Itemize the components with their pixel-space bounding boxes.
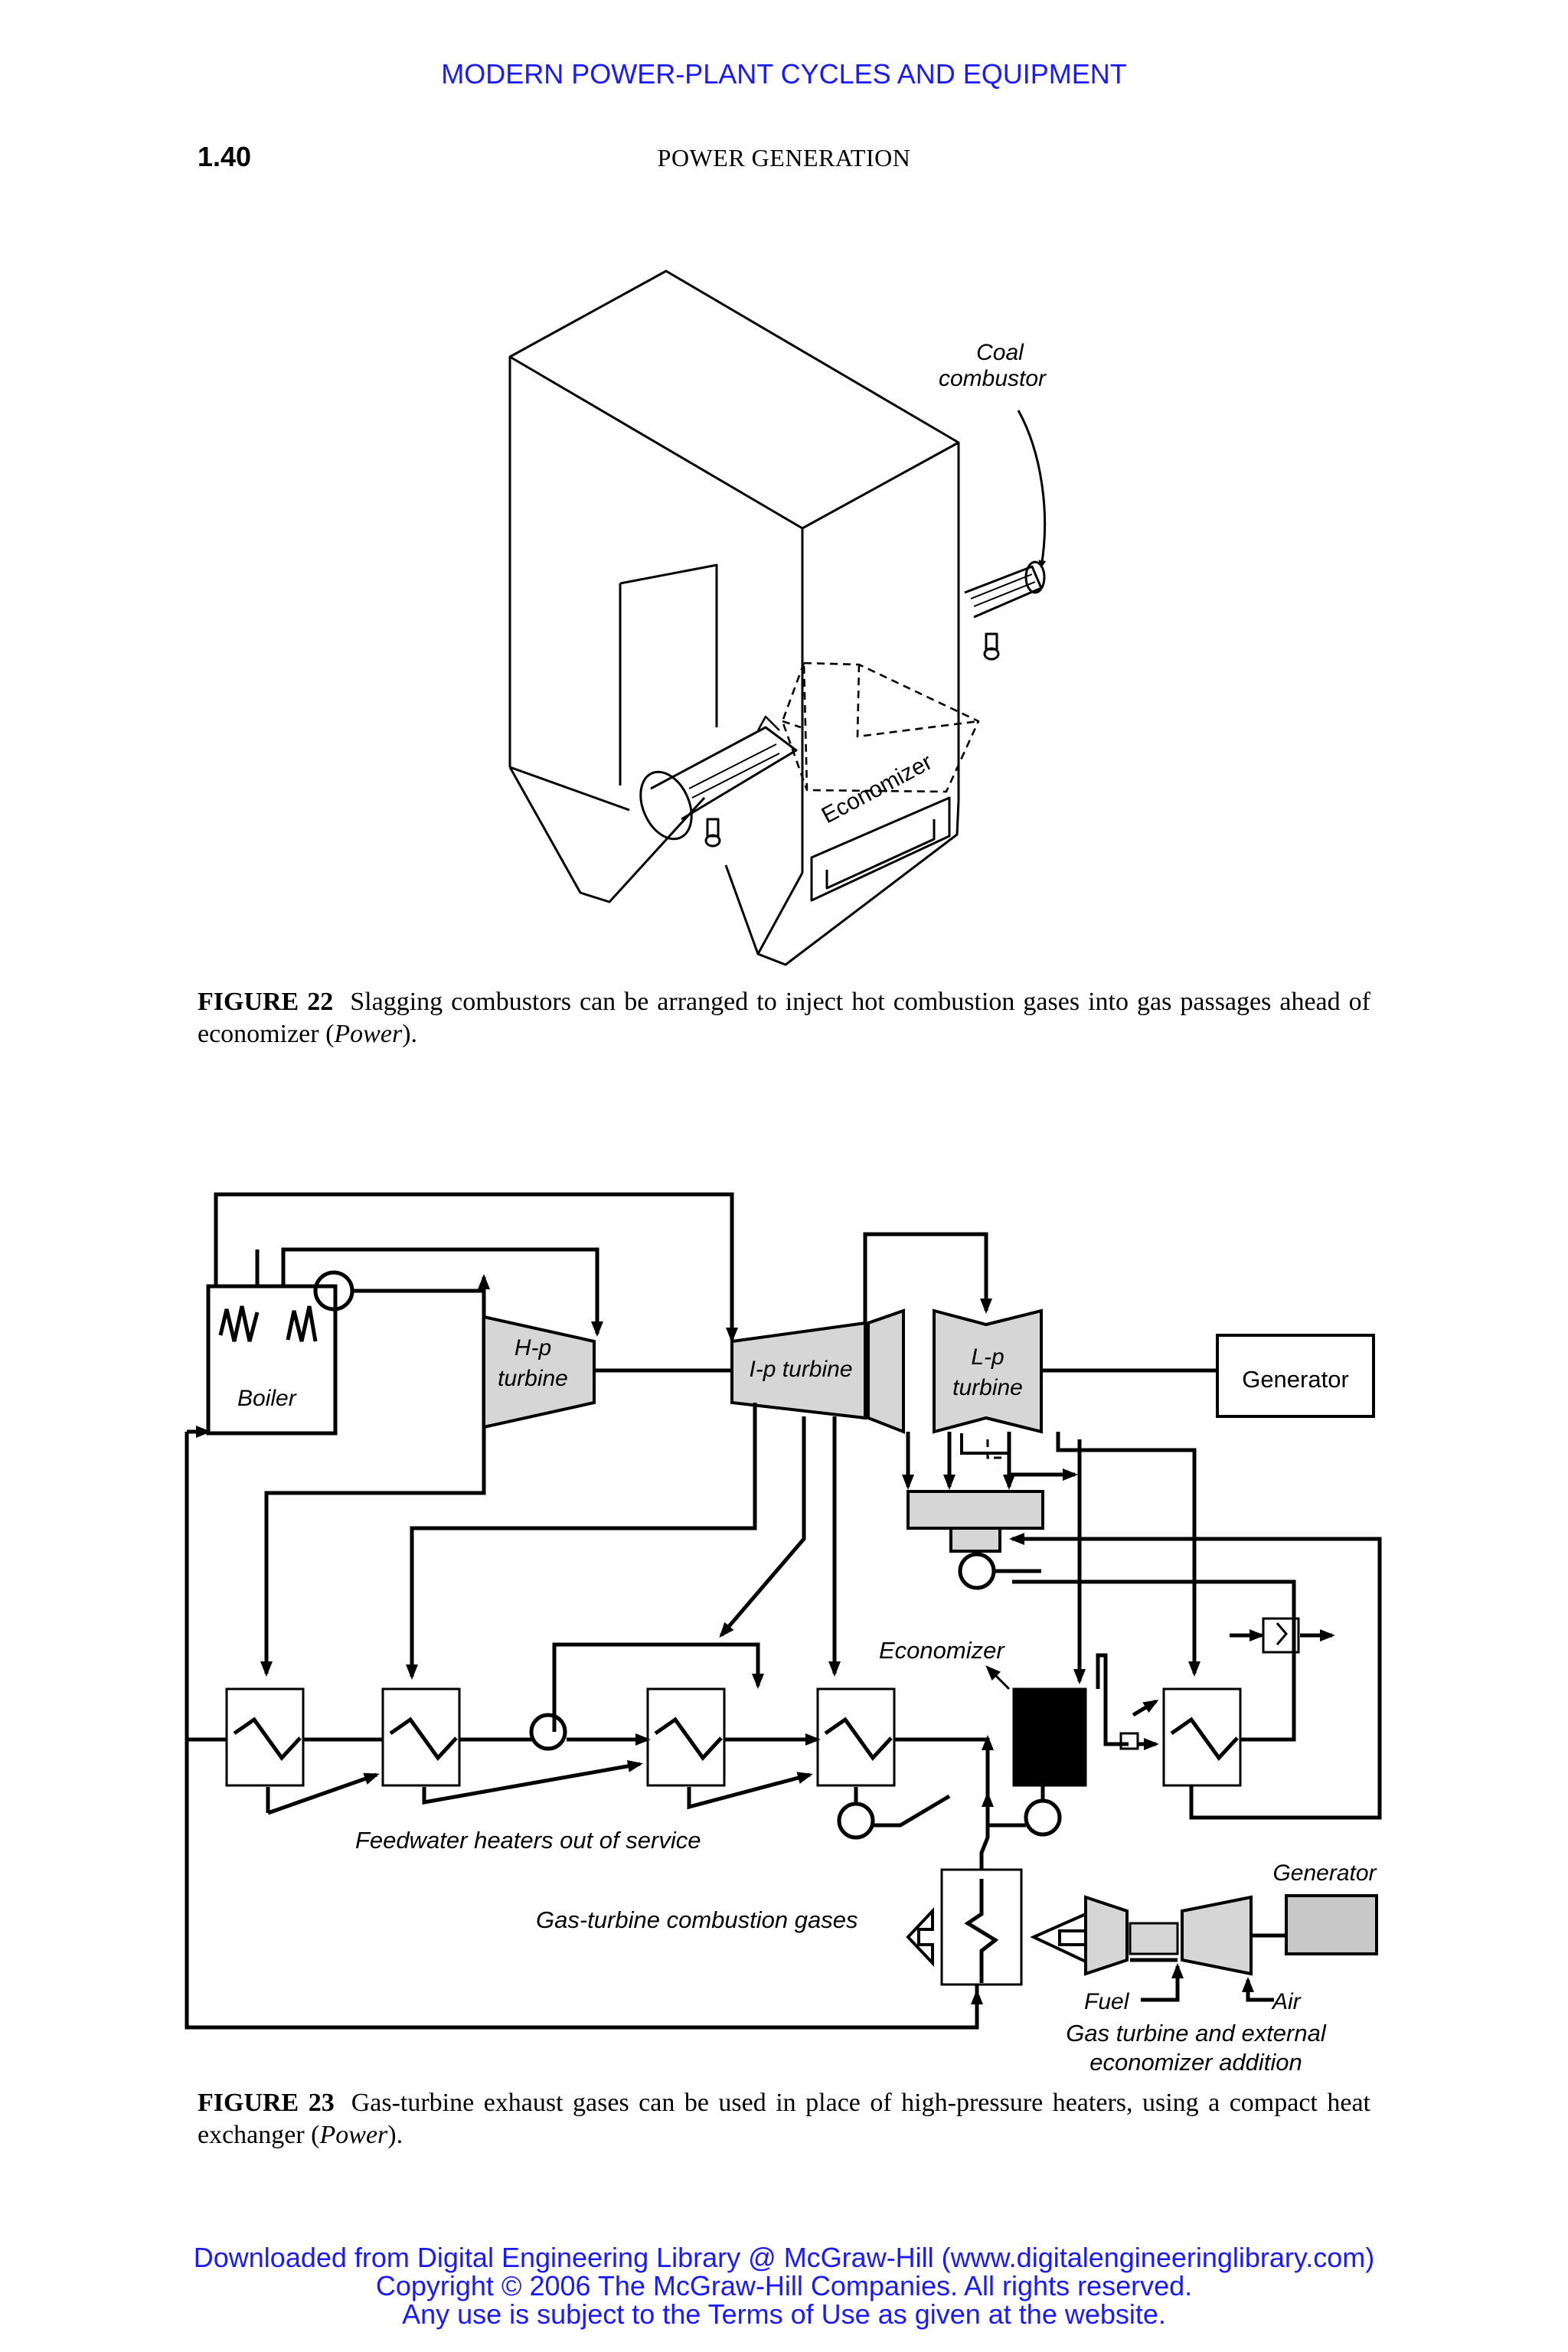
footer-line-2: Copyright © 2006 The McGraw-Hill Compani…	[375, 2270, 1193, 2301]
coal-combustor-leader	[1017, 410, 1047, 568]
lp-turbine	[933, 1308, 1043, 1434]
footer-line-1: Downloaded from Digital Engineering Libr…	[193, 2242, 1375, 2273]
figure-22-label: FIGURE 22	[198, 988, 334, 1016]
ip-turbine	[730, 1321, 867, 1420]
boiler-box	[206, 1284, 338, 1436]
gt-addition-label-2: economizer addition	[1089, 2049, 1302, 2076]
gt-generator-label: Generator	[1272, 1860, 1377, 1886]
external-economizer	[1012, 1687, 1087, 1787]
access-panel	[619, 564, 718, 786]
hp-label-1: H-p	[514, 1335, 551, 1361]
economizer-label-23: Economizer	[879, 1637, 1005, 1664]
trap-valve	[1119, 1732, 1139, 1750]
generator-label: Generator	[1242, 1366, 1349, 1393]
economizer-label: Economizer	[818, 750, 936, 829]
coal-label-line1: Coal	[976, 340, 1024, 365]
feedwater-heater-2	[381, 1687, 461, 1787]
book-title-header: MODERN POWER-PLANT CYCLES AND EQUIPMENT	[441, 58, 1127, 90]
gas-turbine-generator	[1285, 1894, 1378, 1955]
right-combustor	[964, 560, 1046, 661]
economizer-box	[802, 662, 980, 793]
gas-turbine-expander	[1181, 1895, 1253, 1976]
figure-22-drawing: Coal combustor Economizer	[429, 253, 1102, 988]
gas-turbine-heat-exchanger	[940, 1868, 1023, 1986]
air-label: Air	[1271, 1989, 1302, 2014]
page-number: 1.40	[198, 141, 252, 172]
figure-22-caption-text: Slagging combustors can be arranged to i…	[198, 988, 1370, 1048]
drain-pump	[837, 1802, 875, 1840]
download-footer: Downloaded from Digital Engineering Libr…	[0, 2243, 1568, 2328]
gas-turbine-combustor	[1129, 1922, 1179, 1955]
figure-22-caption-end: ).	[402, 1020, 418, 1048]
ip-label: I-p turbine	[749, 1357, 852, 1382]
feedwater-heater-4	[816, 1687, 896, 1787]
right-hopper	[724, 800, 960, 966]
left-hopper	[508, 766, 706, 903]
boiler-tubes	[218, 1305, 318, 1342]
figure-23-source: Power	[319, 2121, 388, 2149]
hp-label-2: turbine	[498, 1366, 568, 1391]
figure-23-label: FIGURE 23	[198, 2089, 335, 2117]
lp-label-1: L-p	[971, 1344, 1004, 1370]
footer-line-3: Any use is subject to the Terms of Use a…	[402, 2298, 1166, 2330]
steam-drum	[313, 1270, 354, 1312]
hp-turbine	[482, 1315, 596, 1429]
figure-23-caption-end: ).	[387, 2121, 403, 2149]
left-combustor	[639, 715, 798, 848]
generator-box	[1216, 1334, 1375, 1418]
auxiliary-exchanger	[1262, 1617, 1300, 1654]
fuel-label: Fuel	[1084, 1989, 1130, 2014]
feedwater-heater-3	[646, 1687, 726, 1787]
economizer-pump	[1024, 1798, 1062, 1837]
figure-23-caption-text: Gas-turbine exhaust gases can be used in…	[198, 2089, 1370, 2149]
condenser	[906, 1490, 1044, 1530]
condensate-pump	[958, 1552, 996, 1590]
feedwater-label: Feedwater heaters out of service	[355, 1827, 701, 1854]
lp-label-2: turbine	[952, 1375, 1023, 1400]
feedwater-heater-5	[1162, 1687, 1242, 1787]
boiler-casing	[508, 270, 960, 530]
figure-22-source: Power	[334, 1020, 403, 1048]
boiler-label: Boiler	[237, 1386, 297, 1411]
gas-turbine-gases-label: Gas-turbine combustion gases	[536, 1906, 858, 1933]
gt-addition-label-1: Gas turbine and external	[1066, 2020, 1327, 2047]
coal-label-line2: combustor	[939, 366, 1047, 391]
feed-pump	[529, 1713, 567, 1751]
section-title: POWER GENERATION	[657, 144, 911, 172]
gas-turbine-compressor	[1084, 1895, 1129, 1976]
feedwater-heater-1	[225, 1687, 305, 1787]
